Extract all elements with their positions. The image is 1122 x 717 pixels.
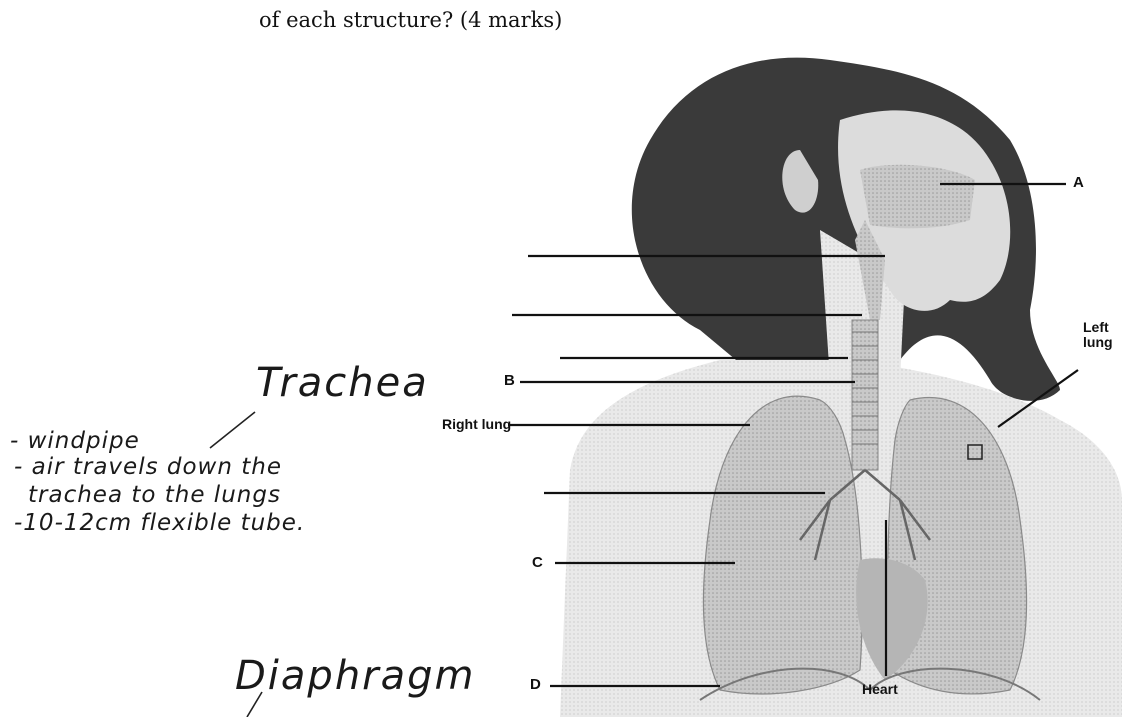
handwriting-stroke-trachea [210,412,255,448]
label-d: D [530,676,541,693]
handwritten-answer-b-title: Trachea [256,360,429,406]
nasal-cavity-shape [860,165,975,228]
label-c: C [532,554,543,571]
trachea-shape [852,320,878,470]
handwritten-note-line: - windpipe [10,430,140,453]
label-a: A [1073,174,1084,191]
label-left-lung: Left lung [1083,320,1122,350]
handwritten-note-line: - air travels down the [14,456,282,479]
handwritten-note-line: trachea to the lungs [28,484,281,507]
label-b: B [504,372,515,389]
label-right-lung: Right lung [442,417,506,432]
handwritten-answer-d-title: Diaphragm [235,653,475,699]
handwritten-note-line: -10-12cm flexible tube. [14,512,305,535]
label-heart: Heart [862,682,898,697]
